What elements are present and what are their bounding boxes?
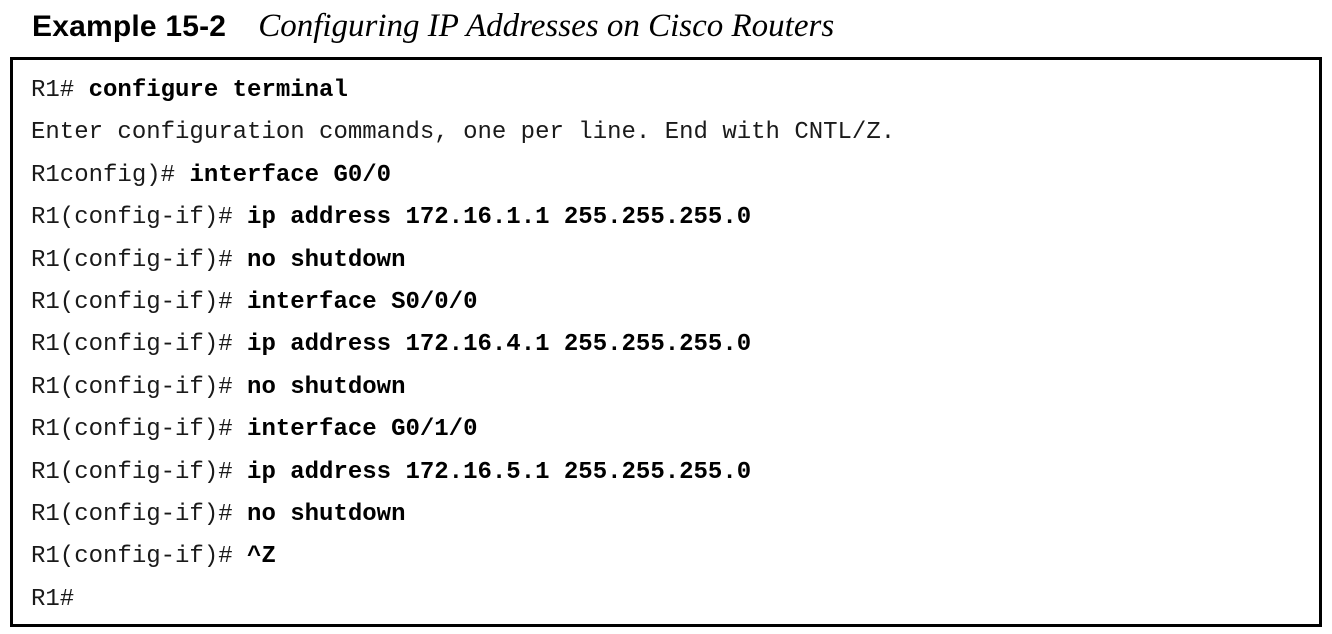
- code-line: R1(config-if)# no shutdown: [31, 494, 895, 536]
- example-caption: Example 15-2 Configuring IP Addresses on…: [32, 8, 834, 48]
- line-prompt: R1(config-if)#: [31, 373, 248, 401]
- line-prompt: R1(config-if)#: [31, 458, 248, 486]
- code-line: R1(config-if)# no shutdown: [31, 240, 895, 282]
- code-line: R1(config-if)# no shutdown: [31, 367, 895, 409]
- line-command: no shutdown: [247, 373, 406, 401]
- line-prompt: R1(config-if)#: [31, 288, 248, 316]
- code-line: R1(config-if)# ip address 172.16.5.1 255…: [31, 452, 895, 494]
- code-line: R1(config-if)# ip address 172.16.1.1 255…: [31, 197, 895, 239]
- line-prompt: R1(config-if)#: [31, 246, 248, 274]
- code-lines: R1# configure terminal Enter configurati…: [31, 70, 895, 621]
- line-command: ip address 172.16.1.1 255.255.255.0: [247, 204, 752, 232]
- line-command: configure terminal: [88, 77, 348, 104]
- line-prompt: R1#: [31, 77, 89, 104]
- line-command: ^Z: [247, 543, 276, 571]
- line-command: no shutdown: [247, 500, 406, 528]
- line-prompt: R1#: [31, 585, 75, 613]
- code-line: R1(config-if)# ip address 172.16.4.1 255…: [31, 324, 895, 366]
- line-prompt: R1(config-if)#: [31, 416, 248, 444]
- line-command: interface G0/0: [189, 161, 392, 189]
- code-line: R1#: [31, 579, 895, 621]
- code-line: R1(config-if)# ^Z: [31, 536, 895, 578]
- line-prompt: R1(config-if)#: [31, 500, 248, 528]
- line-command: interface S0/0/0: [247, 288, 478, 316]
- line-command: no shutdown: [247, 246, 406, 274]
- code-line: R1config)# interface G0/0: [31, 155, 895, 197]
- line-prompt: R1(config-if)#: [31, 543, 248, 571]
- code-line: R1(config-if)# interface G0/1/0: [31, 409, 895, 451]
- line-command: ip address 172.16.4.1 255.255.255.0: [247, 331, 752, 359]
- line-command: interface G0/1/0: [247, 416, 478, 444]
- code-listing-box: R1# configure terminal Enter configurati…: [10, 57, 1322, 627]
- example-number: Example 15-2: [32, 10, 227, 43]
- code-line: Enter configuration commands, one per li…: [31, 112, 895, 154]
- example-title: Configuring IP Addresses on Cisco Router…: [258, 8, 835, 44]
- code-line: R1(config-if)# interface S0/0/0: [31, 282, 895, 324]
- line-output: Enter configuration commands, one per li…: [31, 119, 896, 147]
- line-command: ip address 172.16.5.1 255.255.255.0: [247, 458, 752, 486]
- code-line: R1# configure terminal: [31, 70, 895, 112]
- line-prompt: R1(config-if)#: [31, 331, 248, 359]
- line-prompt: R1config)#: [31, 161, 190, 189]
- line-prompt: R1(config-if)#: [31, 204, 248, 232]
